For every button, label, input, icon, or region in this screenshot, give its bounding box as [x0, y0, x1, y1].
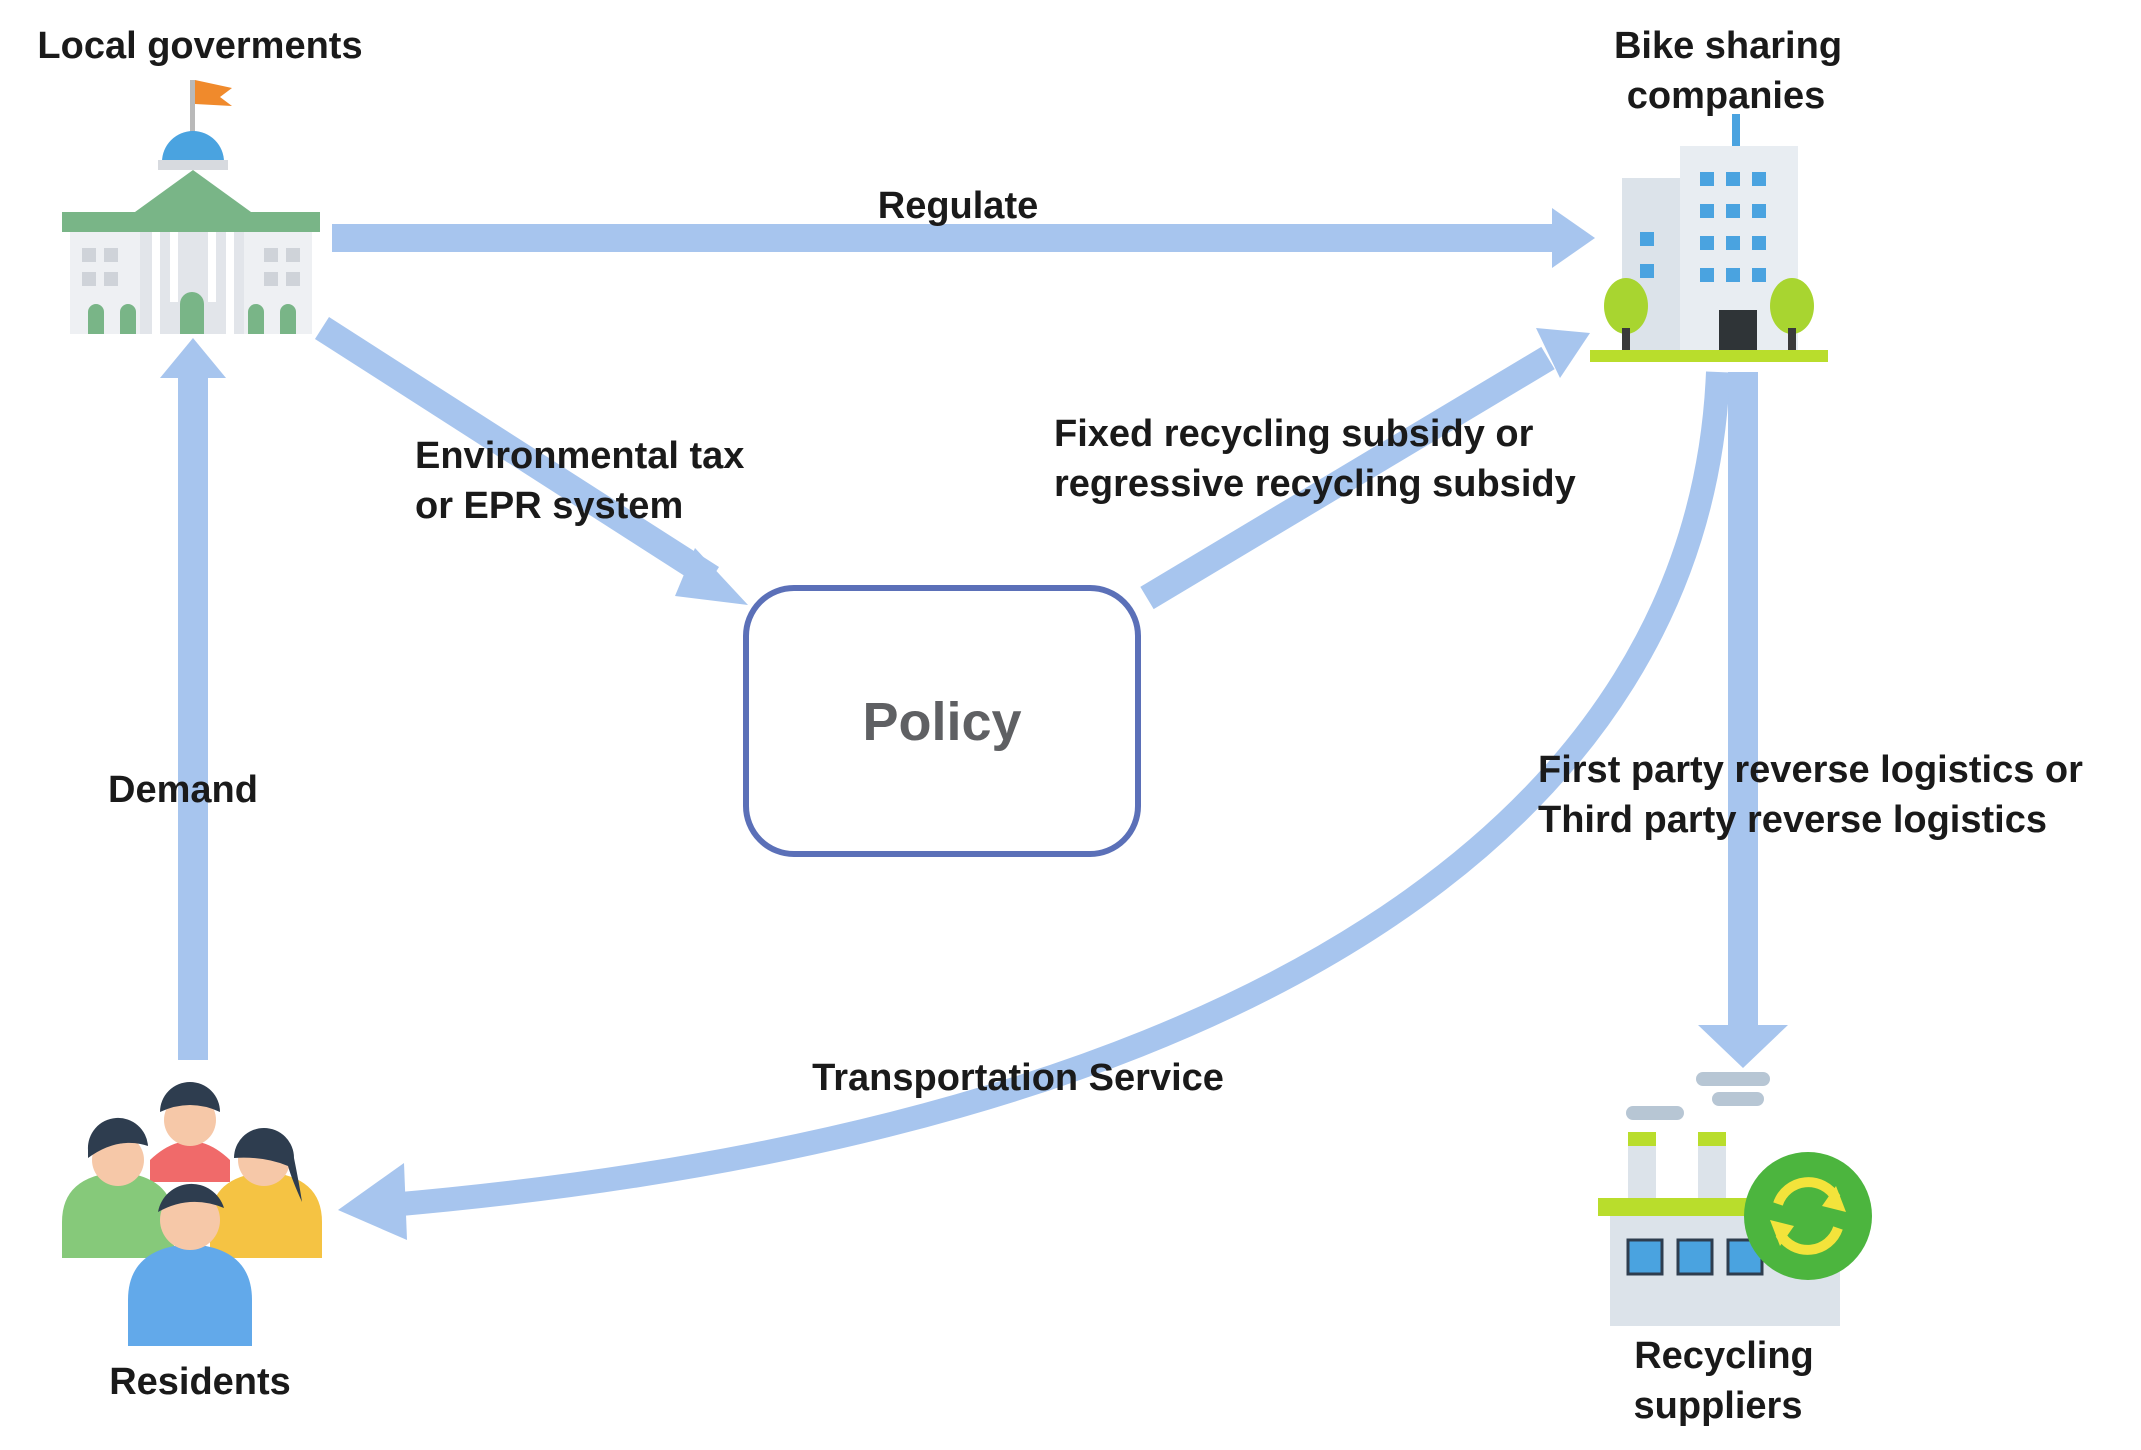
policy-node: Policy — [743, 585, 1141, 857]
people-group-icon — [62, 1082, 322, 1346]
regulate-arrow — [332, 208, 1595, 268]
recycling-factory-icon — [1598, 1072, 1872, 1326]
demand-label: Demand — [108, 769, 258, 811]
office-building-icon — [1590, 114, 1828, 362]
residents-label: Residents — [109, 1361, 291, 1403]
recycling-suppliers-label-line2: suppliers — [1634, 1385, 1803, 1427]
government-building-icon — [62, 80, 320, 334]
transportation-service-label: Transportation Service — [812, 1057, 1224, 1099]
recycling-subsidy-label-line1: Fixed recycling subsidy or — [1054, 413, 1534, 455]
policy-label: Policy — [862, 692, 1021, 752]
recycling-suppliers-label-line1: Recycling — [1634, 1335, 1814, 1377]
reverse-logistics-label-line1: First party reverse logistics or — [1538, 749, 2083, 791]
bike-sharing-companies-label-line1: Bike sharing — [1614, 25, 1842, 67]
transportation-service-arrow — [338, 371, 1730, 1240]
bike-sharing-companies-label-line2: companies — [1627, 75, 1826, 117]
reverse-logistics-arrow — [1698, 372, 1788, 1068]
reverse-logistics-label-line2: Third party reverse logistics — [1538, 799, 2047, 841]
environmental-tax-label-line2: or EPR system — [415, 485, 683, 527]
regulate-label: Regulate — [878, 185, 1038, 227]
demand-arrow — [160, 338, 226, 1060]
recycling-subsidy-arrow — [1140, 328, 1590, 610]
environmental-tax-label-line1: Environmental tax — [415, 435, 744, 477]
local-governments-label: Local goverments — [37, 25, 362, 67]
recycling-subsidy-label-line2: regressive recycling subsidy — [1054, 463, 1576, 505]
environmental-tax-arrow — [314, 317, 748, 605]
